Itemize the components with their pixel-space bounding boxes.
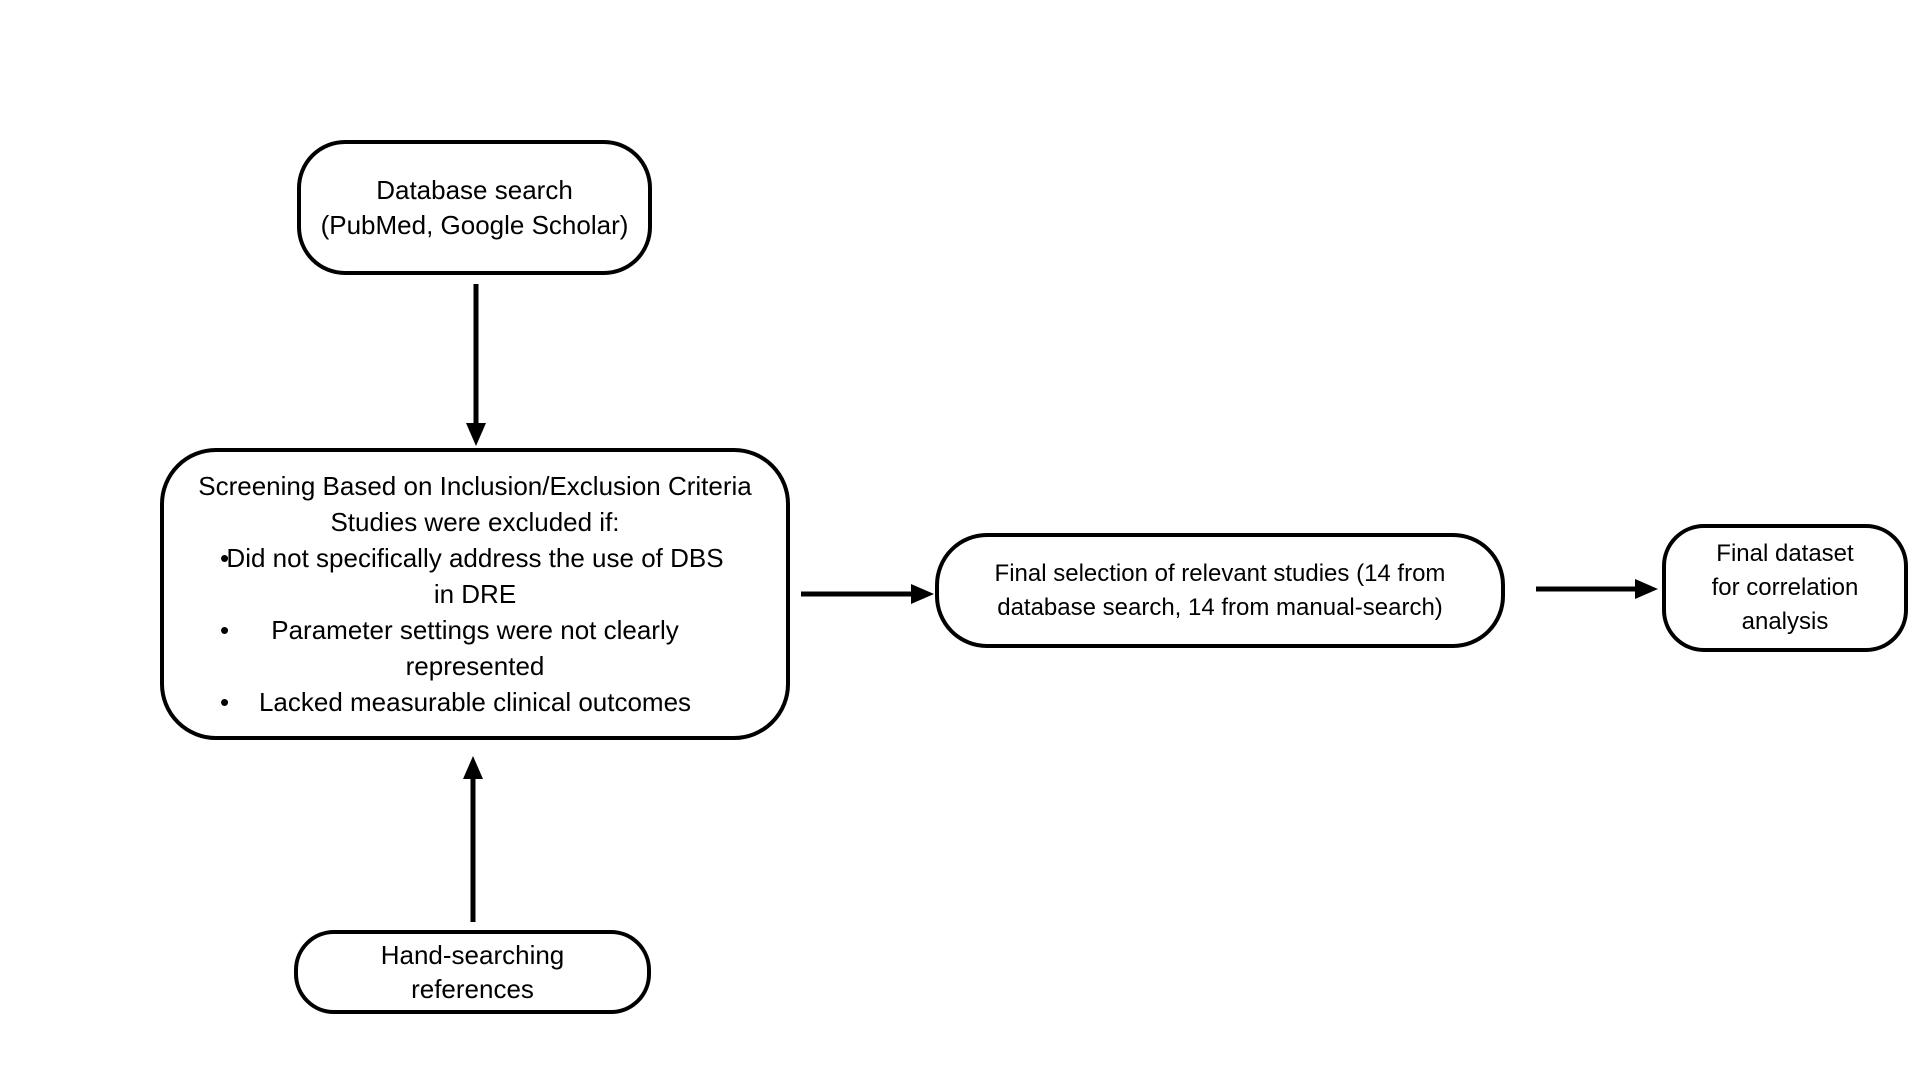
screening-title: Screening Based on Inclusion/Exclusion C…: [198, 471, 752, 501]
hand-searching-line2: references: [411, 974, 534, 1004]
final-dataset-line1: Final dataset: [1716, 540, 1854, 567]
database-search-line1: Database search: [376, 174, 573, 205]
final-selection-node: Final selection of relevant studies (14 …: [935, 533, 1505, 648]
screening-subtitle: Studies were excluded if:: [330, 507, 620, 537]
hand-searching-node: Hand-searching references: [294, 930, 651, 1014]
screening-bullet-text: Lacked measurable clinical outcomes: [258, 687, 692, 717]
database-search-line2: (PubMed, Google Scholar): [320, 209, 629, 240]
screening-bullet-text: Did not specifically address the use of …: [226, 543, 724, 609]
arrow-screening-to-selection: [801, 584, 934, 604]
final-selection-line2: database search, 14 from manual-search): [997, 593, 1443, 621]
screening-bullet-item: Did not specifically address the use of …: [164, 540, 786, 612]
screening-bullet-item: Parameter settings were not clearly repr…: [164, 612, 786, 684]
hand-searching-line1: Hand-searching: [380, 940, 565, 970]
final-dataset-line3: analysis: [1741, 608, 1829, 635]
database-search-node: Database search (PubMed, Google Scholar): [297, 140, 652, 275]
final-selection-line1: Final selection of relevant studies (14 …: [994, 559, 1446, 587]
arrow-database-to-screening: [466, 284, 486, 446]
screening-bullet-text: Parameter settings were not clearly repr…: [271, 615, 679, 681]
arrow-selection-to-dataset: [1536, 579, 1658, 599]
screening-exclusion-list: Did not specifically address the use of …: [164, 540, 786, 720]
arrow-hand-to-screening: [463, 756, 483, 922]
screening-node: Screening Based on Inclusion/Exclusion C…: [160, 448, 790, 740]
final-dataset-node: Final dataset for correlation analysis: [1662, 524, 1908, 652]
final-dataset-line2: for correlation: [1711, 574, 1859, 601]
screening-bullet-item: Lacked measurable clinical outcomes: [164, 684, 786, 720]
